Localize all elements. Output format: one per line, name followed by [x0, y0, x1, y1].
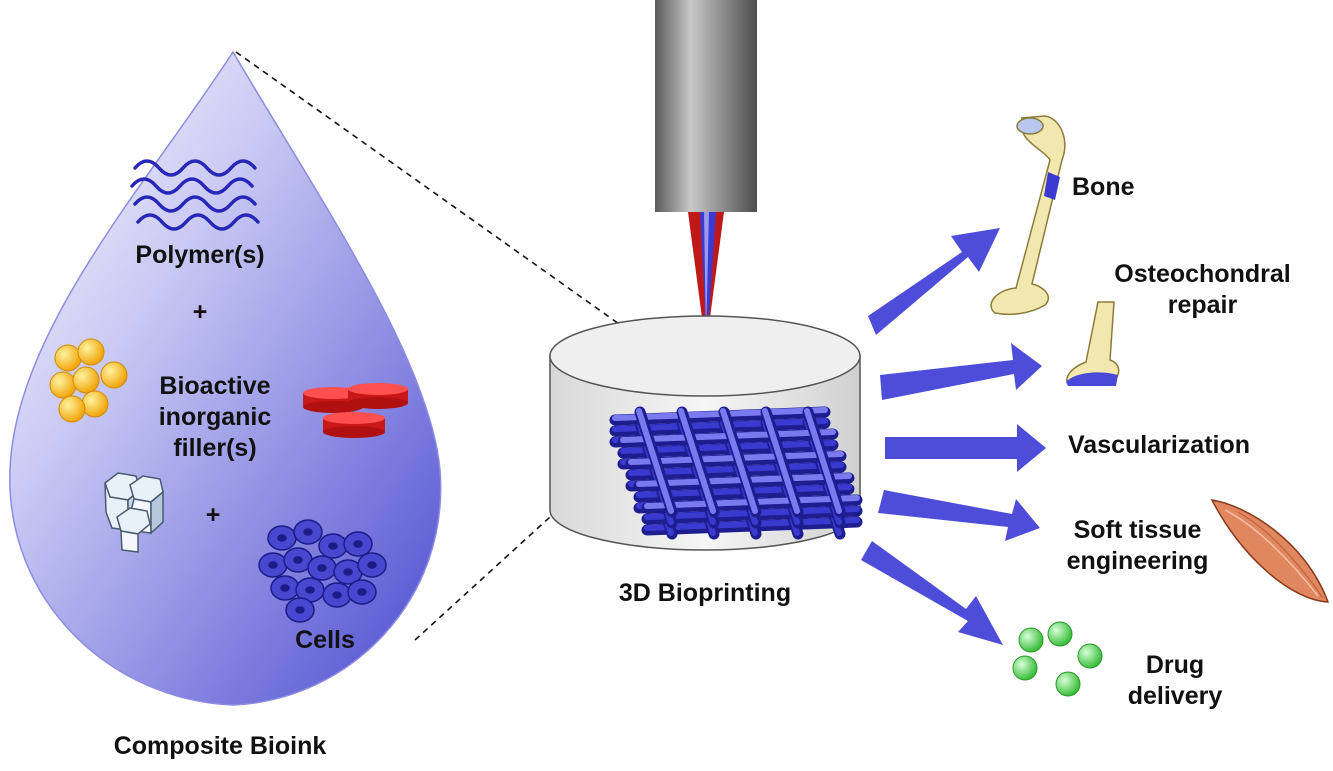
drug-particles-icon: [1012, 621, 1103, 697]
gold-particles-icon: [49, 338, 128, 423]
filler-label: Bioactive inorganic filler(s): [158, 372, 272, 462]
arrow-bone: [868, 228, 1000, 335]
arrow-vascularization: [885, 424, 1046, 472]
scaffold-lattice-icon: [609, 406, 863, 540]
application-label-osteochondral: Osteochondral repair: [1114, 260, 1291, 319]
bone-icon: [990, 115, 1066, 316]
muscle-icon: [1210, 499, 1330, 603]
cells-cluster-icon: [258, 519, 387, 623]
red-disc-particles-icon: [303, 383, 408, 438]
bone-joint-icon: [1066, 301, 1120, 386]
printer-nozzle-icon: [655, 0, 757, 391]
polymer-chains-icon: [130, 159, 260, 231]
hexagonal-crystals-icon: [104, 472, 164, 553]
composite-bioink-caption: Composite Bioink: [113, 732, 327, 760]
application-label-soft-tissue: Soft tissue engineering: [1066, 516, 1209, 575]
bioprinting-caption: 3D Bioprinting: [618, 579, 792, 607]
arrow-soft-tissue: [878, 490, 1040, 541]
plus-sign-1: +: [192, 298, 208, 326]
application-label-vascularization: Vascularization: [1068, 431, 1251, 459]
application-label-bone: Bone: [1072, 173, 1135, 201]
cells-label: Cells: [295, 626, 355, 654]
arrow-osteochondral: [880, 343, 1042, 400]
application-label-drug-delivery: Drug delivery: [1127, 651, 1223, 710]
application-arrows: [861, 228, 1046, 645]
plus-sign-2: +: [205, 501, 221, 529]
arrow-drug-delivery: [861, 541, 1003, 645]
polymer-label: Polymer(s): [135, 241, 265, 269]
